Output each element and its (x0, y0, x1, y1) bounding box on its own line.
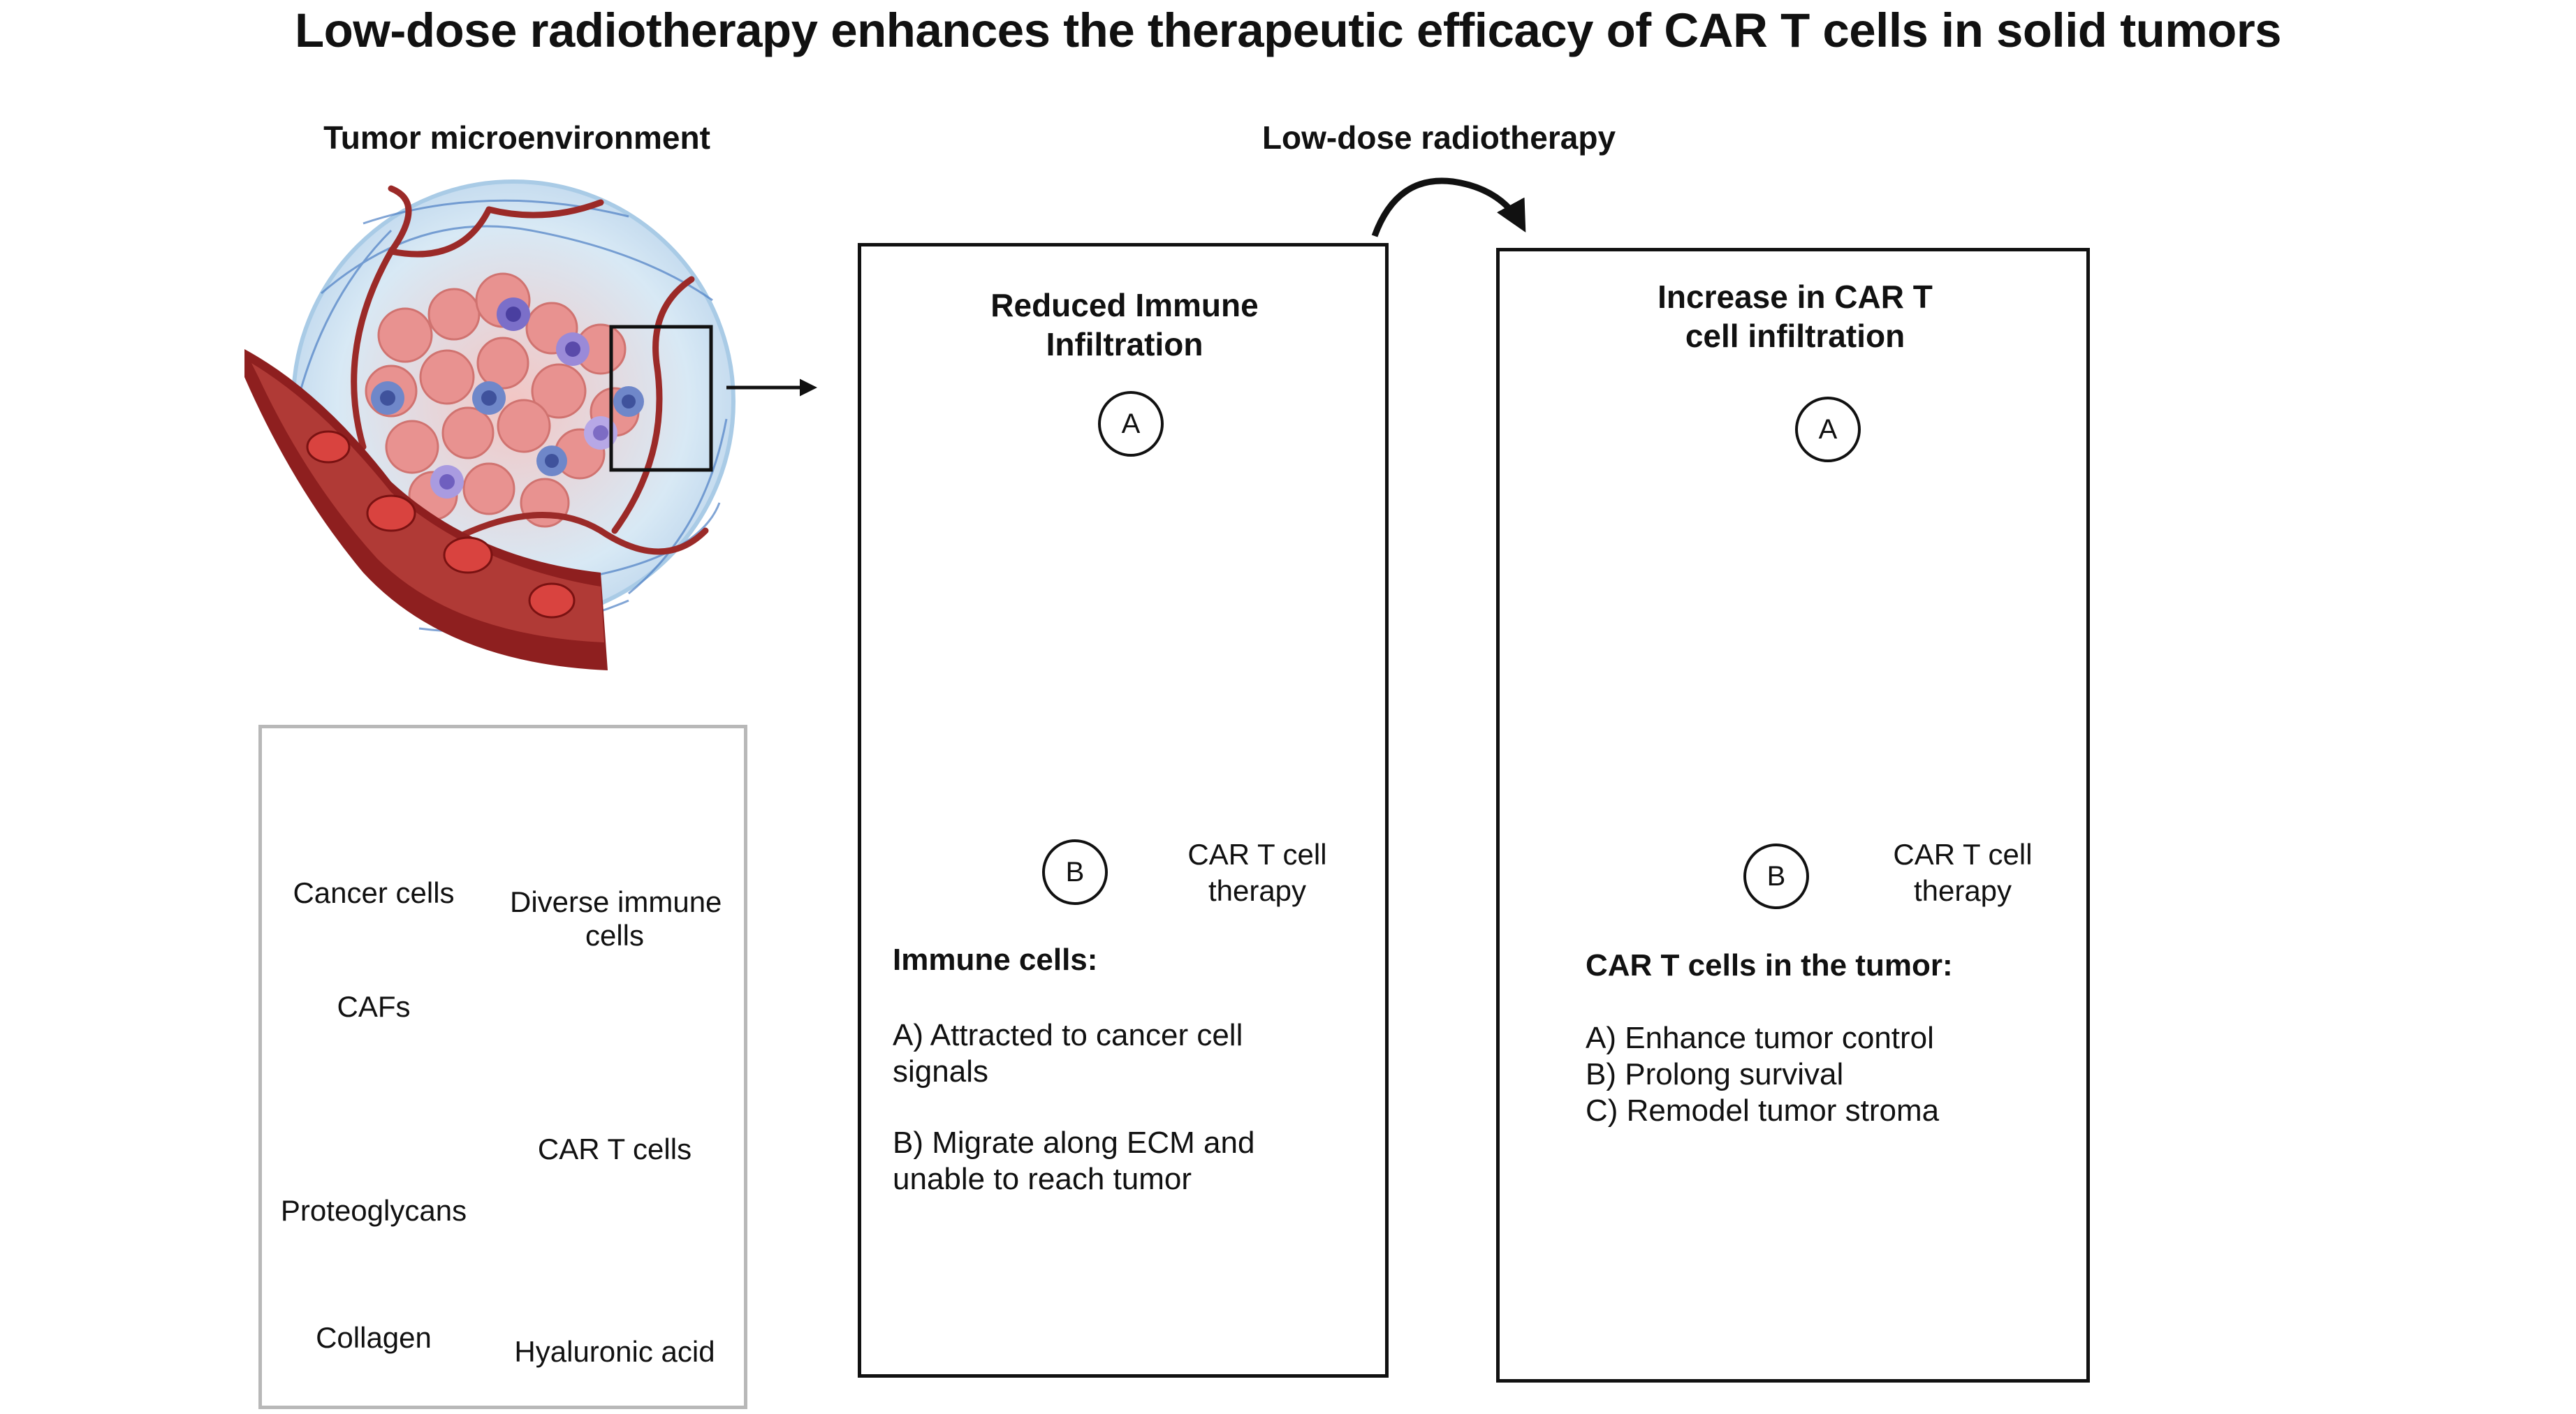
left-panel-header-line1: Reduced Immune (990, 287, 1259, 323)
legend-proteoglycans-label: Proteoglycans (280, 1194, 467, 1227)
legend-car-t-label: CAR T cells (537, 1133, 692, 1165)
right-marker-a: A (1795, 397, 1861, 462)
blood-vessel (244, 349, 608, 670)
legend-hyaluronic-label: Hyaluronic acid (514, 1335, 715, 1368)
tme-immune-cells (371, 297, 644, 499)
figure-title: Low-dose radiotherapy enhances the thera… (294, 3, 2282, 57)
right-car-label-line1: CAR T cell (1893, 838, 2033, 871)
legend-cancer-cells-label: Cancer cells (293, 876, 455, 909)
tme-label: Tumor microenvironment (323, 119, 710, 156)
left-panel-header-line2: Infiltration (1046, 326, 1203, 362)
left-car-label-line1: CAR T cell (1187, 838, 1327, 871)
right-section-title: CAR T cells in the tumor: (1586, 948, 1953, 982)
right-item-2: B) Prolong survival (1586, 1057, 1844, 1091)
left-item-b-line2: unable to reach tumor (893, 1162, 1192, 1196)
legend-immune-label-line2: cells (585, 919, 645, 952)
legend-cafs-label: CAFs (337, 990, 411, 1023)
tme-cancer-cells (365, 272, 640, 528)
tumor-microenvironment-illustration (244, 179, 736, 670)
left-marker-a: A (1098, 391, 1164, 457)
radiotherapy-arrow (1371, 177, 1526, 237)
ldrt-label: Low-dose radiotherapy (1261, 119, 1616, 156)
right-item-3: C) Remodel tumor stroma (1586, 1093, 1940, 1128)
legend-collagen-label: Collagen (316, 1321, 432, 1354)
left-item-a-line2: signals (893, 1054, 988, 1089)
legend-box (258, 725, 747, 1409)
left-car-label-line2: therapy (1208, 874, 1307, 907)
right-car-label-line2: therapy (1913, 874, 2012, 907)
legend-immune-label-line1: Diverse immune (510, 885, 722, 918)
left-item-a-line1: A) Attracted to cancer cell (893, 1018, 1243, 1052)
left-section-title: Immune cells: (893, 943, 1098, 977)
right-item-1: A) Enhance tumor control (1586, 1021, 1934, 1055)
right-panel-header-line2: cell infiltration (1685, 318, 1905, 354)
right-marker-b: B (1743, 844, 1809, 909)
left-marker-b: B (1042, 839, 1108, 905)
right-panel-header-line1: Increase in CAR T (1657, 279, 1933, 315)
zoom-box (609, 325, 713, 472)
increased-infiltration-panel (1496, 248, 2090, 1383)
left-item-b-line1: B) Migrate along ECM and (893, 1126, 1255, 1160)
